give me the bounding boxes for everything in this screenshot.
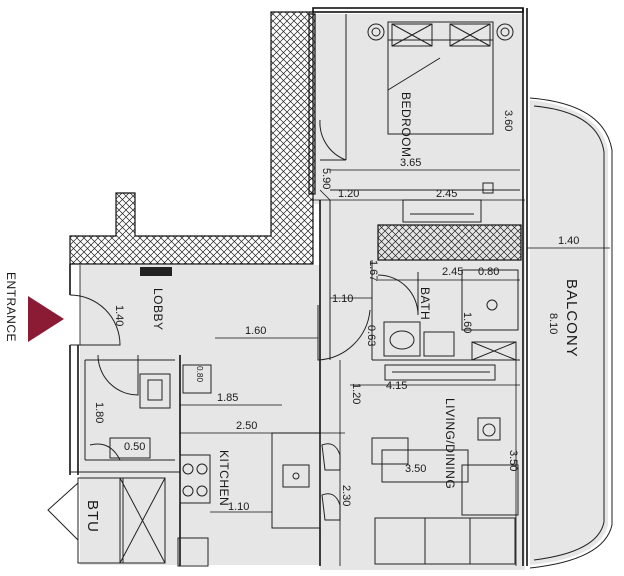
dim-bed-width: 3.65	[400, 157, 421, 169]
dim-lobby-140: 1.40	[113, 305, 125, 326]
label-btu: BTU	[84, 500, 101, 533]
dim-lobby-160: 1.60	[245, 325, 266, 337]
label-lobby: LOBBY	[151, 288, 165, 331]
dim-bath-080: 0.80	[478, 266, 499, 278]
dim-kitchen-230: 2.30	[340, 485, 352, 506]
dim-corridor: 1.20	[338, 188, 359, 200]
label-kitchen: KITCHEN	[217, 450, 231, 506]
dim-bath-width: 2.45	[442, 266, 463, 278]
dim-kitchen-110: 1.10	[228, 501, 249, 513]
dim-living-350-v: 3.50	[507, 450, 519, 471]
btu-box	[47, 477, 166, 564]
living-furniture	[371, 417, 519, 565]
dim-store-185: 1.85	[217, 392, 238, 404]
dim-bath-110: 1.10	[332, 293, 353, 305]
label-bedroom: BEDROOM	[399, 92, 413, 158]
dim-living-415: 4.15	[386, 380, 407, 392]
dim-bath-167: 1.67	[367, 260, 379, 281]
dim-living-120: 1.20	[350, 383, 362, 404]
bath-fixtures	[383, 269, 519, 381]
dim-bed-depth: 5.90	[320, 168, 332, 189]
dim-bed-height: 3.60	[502, 110, 514, 131]
label-entrance: ENTRANCE	[4, 272, 18, 342]
structural-walls	[69, 11, 522, 265]
dim-store-050: 0.50	[124, 441, 145, 453]
label-living: LIVING/DINING	[443, 398, 457, 489]
dim-bath-160: 1.60	[461, 312, 473, 333]
balcony	[529, 97, 613, 569]
dim-wardrobe: 2.45	[436, 188, 457, 200]
dim-bath-063: 0.63	[365, 325, 377, 346]
dim-living-350-h: 3.50	[405, 463, 426, 475]
label-balcony: BALCONY	[563, 279, 580, 358]
bed	[367, 21, 514, 135]
dim-store-080: 0.80	[195, 366, 204, 382]
dim-balcony-depth: 1.40	[558, 235, 579, 247]
dim-kitchen-250: 2.50	[236, 420, 257, 432]
dimension-lines	[79, 169, 610, 566]
dim-store-180: 1.80	[93, 402, 105, 423]
label-bath: BATH	[418, 287, 432, 320]
entrance-arrow	[28, 296, 64, 342]
lobby-fixtures	[89, 267, 212, 461]
dim-balcony-length: 8.10	[547, 313, 559, 334]
